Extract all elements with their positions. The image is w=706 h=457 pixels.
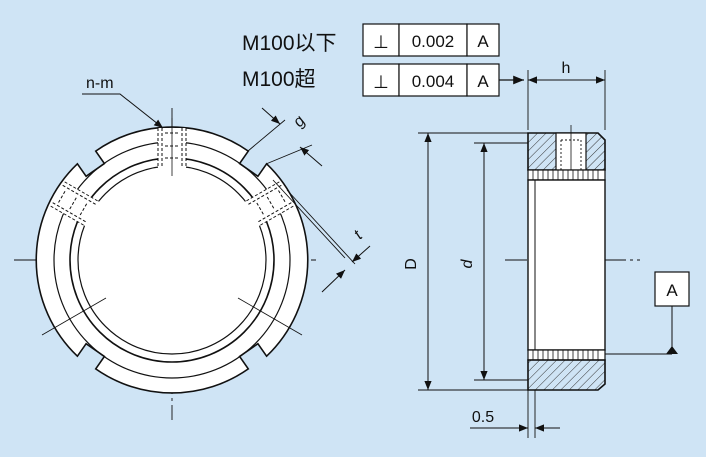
perpendicularity-symbol-1: ⊥ — [373, 32, 389, 52]
set-screw-hole-right — [244, 181, 294, 227]
tolerance-value-1: 0.002 — [412, 32, 455, 51]
perpendicularity-symbol-2: ⊥ — [373, 72, 389, 92]
label-d: d — [459, 258, 476, 268]
upper-thread-band — [527, 169, 606, 181]
side-view: h D d 0.5 A — [403, 60, 690, 438]
label-D: D — [403, 258, 420, 270]
g-extension-2 — [265, 144, 313, 165]
g-arrow-1 — [261, 107, 281, 125]
g-arrow-2 — [299, 146, 323, 167]
lower-section-hatch — [527, 359, 606, 391]
tolerance-frame-row2: ⊥ 0.004 A — [362, 63, 500, 97]
t-extension-2 — [286, 189, 356, 265]
set-screw-hole-left — [50, 181, 100, 227]
t-arrow-2 — [321, 269, 346, 293]
datum-triangle — [666, 346, 678, 354]
datum-ref-2: A — [477, 72, 489, 91]
label-n-m: n-m — [86, 75, 114, 92]
datum-ref-1: A — [477, 32, 489, 51]
label-offset: 0.5 — [472, 409, 494, 426]
label-g: g — [290, 113, 309, 131]
t-arrow-1 — [351, 245, 371, 263]
front-view: n-m g t — [14, 75, 371, 420]
label-t: t — [351, 227, 367, 243]
label-h: h — [562, 60, 571, 77]
t-extension-1 — [272, 179, 346, 259]
tolerance-table: M100以下 M100超 ⊥ 0.002 A ⊥ 0.004 A — [242, 23, 524, 97]
datum-label: A — [666, 281, 678, 300]
lower-thread-band — [527, 349, 606, 361]
bore-region — [527, 179, 606, 351]
datum-box — [654, 271, 690, 307]
upper-thread-ticks — [532, 170, 599, 180]
row1-condition: M100以下 — [242, 32, 337, 55]
row2-condition: M100超 — [242, 68, 316, 91]
thread-major-circle — [69, 157, 275, 363]
g-extension-1 — [247, 119, 286, 152]
n-m-leader — [82, 93, 164, 129]
tolerance-value-2: 0.004 — [412, 72, 455, 91]
lower-thread-ticks — [532, 350, 599, 360]
hole-right-centerline — [237, 297, 303, 336]
hole-left-centerline — [41, 297, 107, 336]
tolerance-frame-row1: ⊥ 0.002 A — [362, 23, 500, 57]
